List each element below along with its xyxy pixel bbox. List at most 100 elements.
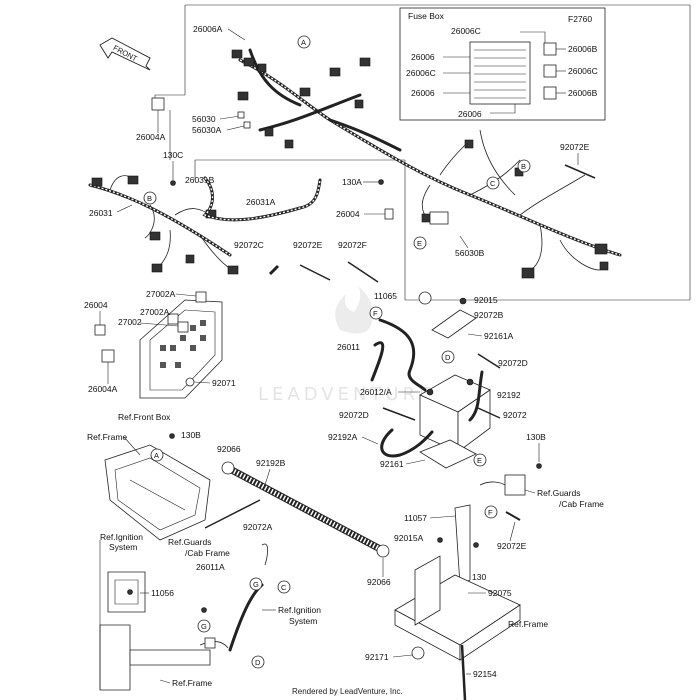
watermark-text: LEADVENTURE bbox=[258, 384, 434, 405]
callout-B-1: B bbox=[143, 191, 157, 205]
label-92015: 92015 bbox=[474, 295, 498, 305]
svg-text:D: D bbox=[445, 353, 451, 362]
label-130A: 130A bbox=[342, 177, 362, 187]
callout-B-2: B bbox=[517, 159, 531, 173]
label-92072F: 92072F bbox=[338, 240, 367, 250]
label-92066-1: 92066 bbox=[217, 444, 241, 454]
figure-id: F2760 bbox=[568, 14, 592, 24]
label-92192A: 92192A bbox=[328, 432, 358, 442]
ref-guards-2b: /Cab Frame bbox=[185, 548, 230, 558]
label-92171: 92171 bbox=[365, 652, 389, 662]
part-26004A-top bbox=[151, 97, 165, 111]
frame-section-left bbox=[104, 433, 211, 541]
label-92072E-low: 92072E bbox=[497, 541, 527, 551]
label-26031A: 26031A bbox=[246, 197, 276, 207]
ref-guards-2a: Ref.Guards bbox=[168, 537, 211, 547]
callout-F-2: F bbox=[484, 505, 498, 519]
label-11057: 11057 bbox=[404, 513, 427, 523]
label-92066-2: 92066 bbox=[367, 577, 391, 587]
svg-text:G: G bbox=[253, 580, 259, 589]
label-92072E-top: 92072E bbox=[560, 142, 590, 152]
label-92192: 92192 bbox=[497, 390, 521, 400]
label-27002: 27002 bbox=[118, 317, 142, 327]
ref-frame-2: Ref.Frame bbox=[508, 619, 548, 629]
label-27002A-1: 27002A bbox=[146, 289, 176, 299]
callout-E-2: E bbox=[473, 453, 487, 467]
ignition-mount bbox=[99, 540, 269, 691]
label-56030: 56030 bbox=[192, 114, 216, 124]
label-92161A: 92161A bbox=[484, 331, 514, 341]
svg-text:B: B bbox=[521, 162, 526, 171]
battery-assembly bbox=[370, 291, 501, 469]
label-56030A: 56030A bbox=[192, 125, 222, 135]
label-92161: 92161 bbox=[380, 459, 404, 469]
label-ref-front-box: Ref.Front Box bbox=[118, 412, 171, 422]
label-92154: 92154 bbox=[473, 669, 497, 679]
ref-frame-3: Ref.Frame bbox=[172, 678, 212, 688]
svg-text:A: A bbox=[154, 451, 159, 460]
label-26006B-2: 26006B bbox=[568, 88, 598, 98]
callout-F-1: F bbox=[369, 306, 383, 320]
watermark: LEADVENTURE bbox=[258, 286, 434, 405]
footer-credit: Rendered by LeadVenture, Inc. bbox=[292, 687, 403, 696]
label-26004A-left: 26004A bbox=[88, 384, 118, 394]
harness-connectors bbox=[231, 49, 609, 279]
callout-D-2: D bbox=[251, 655, 265, 669]
callout-E-1: E bbox=[413, 236, 427, 250]
callout-G-1: G bbox=[249, 577, 263, 591]
fuse-box-title: Fuse Box bbox=[408, 11, 445, 21]
label-130C: 130C bbox=[163, 150, 183, 160]
svg-text:B: B bbox=[147, 194, 152, 203]
relay-assembly-right bbox=[437, 463, 542, 586]
svg-text:D: D bbox=[255, 658, 261, 667]
label-26004A-top: 26004A bbox=[136, 132, 166, 142]
label-92075: 92075 bbox=[488, 588, 512, 598]
label-26006B-1: 26006B bbox=[568, 44, 598, 54]
label-11065: 11065 bbox=[374, 291, 397, 301]
label-130B-1: 130B bbox=[181, 430, 201, 440]
label-11056: 11056 bbox=[151, 588, 174, 598]
frame-outline bbox=[154, 4, 691, 301]
label-26004-mid: 26004 bbox=[336, 209, 360, 219]
label-92072C: 92072C bbox=[234, 240, 264, 250]
relay-bracket bbox=[429, 211, 449, 225]
label-130B-2: 130B bbox=[526, 432, 546, 442]
callout-A-1: A bbox=[297, 35, 311, 49]
svg-text:F: F bbox=[373, 309, 378, 318]
callouts: A B B C E F D A E F G C G D bbox=[143, 35, 531, 669]
label-26031B: 26031B bbox=[185, 175, 215, 185]
label-92072A: 92072A bbox=[243, 522, 273, 532]
ref-guards-1b: /Cab Frame bbox=[559, 499, 604, 509]
label-ref-frame-1: Ref.Frame bbox=[87, 432, 127, 442]
label-26006-4: 26006 bbox=[458, 109, 482, 119]
label-130: 130 bbox=[472, 572, 486, 582]
label-26011A: 26011A bbox=[196, 562, 225, 572]
label-26006-3: 26006 bbox=[411, 88, 435, 98]
label-27002A-2: 27002A bbox=[140, 307, 170, 317]
label-92072: 92072 bbox=[503, 410, 527, 420]
front-arrow-icon: FRONT bbox=[99, 37, 151, 71]
label-26006A: 26006A bbox=[193, 24, 223, 34]
svg-text:E: E bbox=[417, 239, 422, 248]
label-26006C-2: 26006C bbox=[406, 68, 436, 78]
label-56030B: 56030B bbox=[455, 248, 485, 258]
label-92072B: 92072B bbox=[474, 310, 504, 320]
ref-ign-2b: System bbox=[289, 616, 317, 626]
label-92072E-mid: 92072E bbox=[293, 240, 323, 250]
label-26004-left: 26004 bbox=[84, 300, 108, 310]
callout-G-2: G bbox=[197, 619, 211, 633]
label-26011: 26011 bbox=[337, 342, 360, 352]
label-92015A: 92015A bbox=[394, 533, 424, 543]
svg-text:E: E bbox=[477, 456, 482, 465]
callout-A-2: A bbox=[150, 448, 164, 462]
svg-text:G: G bbox=[201, 622, 207, 631]
label-92072D-2: 92072D bbox=[339, 410, 369, 420]
svg-text:C: C bbox=[490, 179, 496, 188]
label-26031: 26031 bbox=[89, 208, 113, 218]
svg-text:A: A bbox=[301, 38, 306, 47]
fuse-box-panel: Fuse Box F2760 bbox=[399, 7, 606, 121]
label-26006C-fuse: 26006C bbox=[451, 26, 481, 36]
label-92192B: 92192B bbox=[256, 458, 286, 468]
callout-C-2: C bbox=[277, 580, 291, 594]
